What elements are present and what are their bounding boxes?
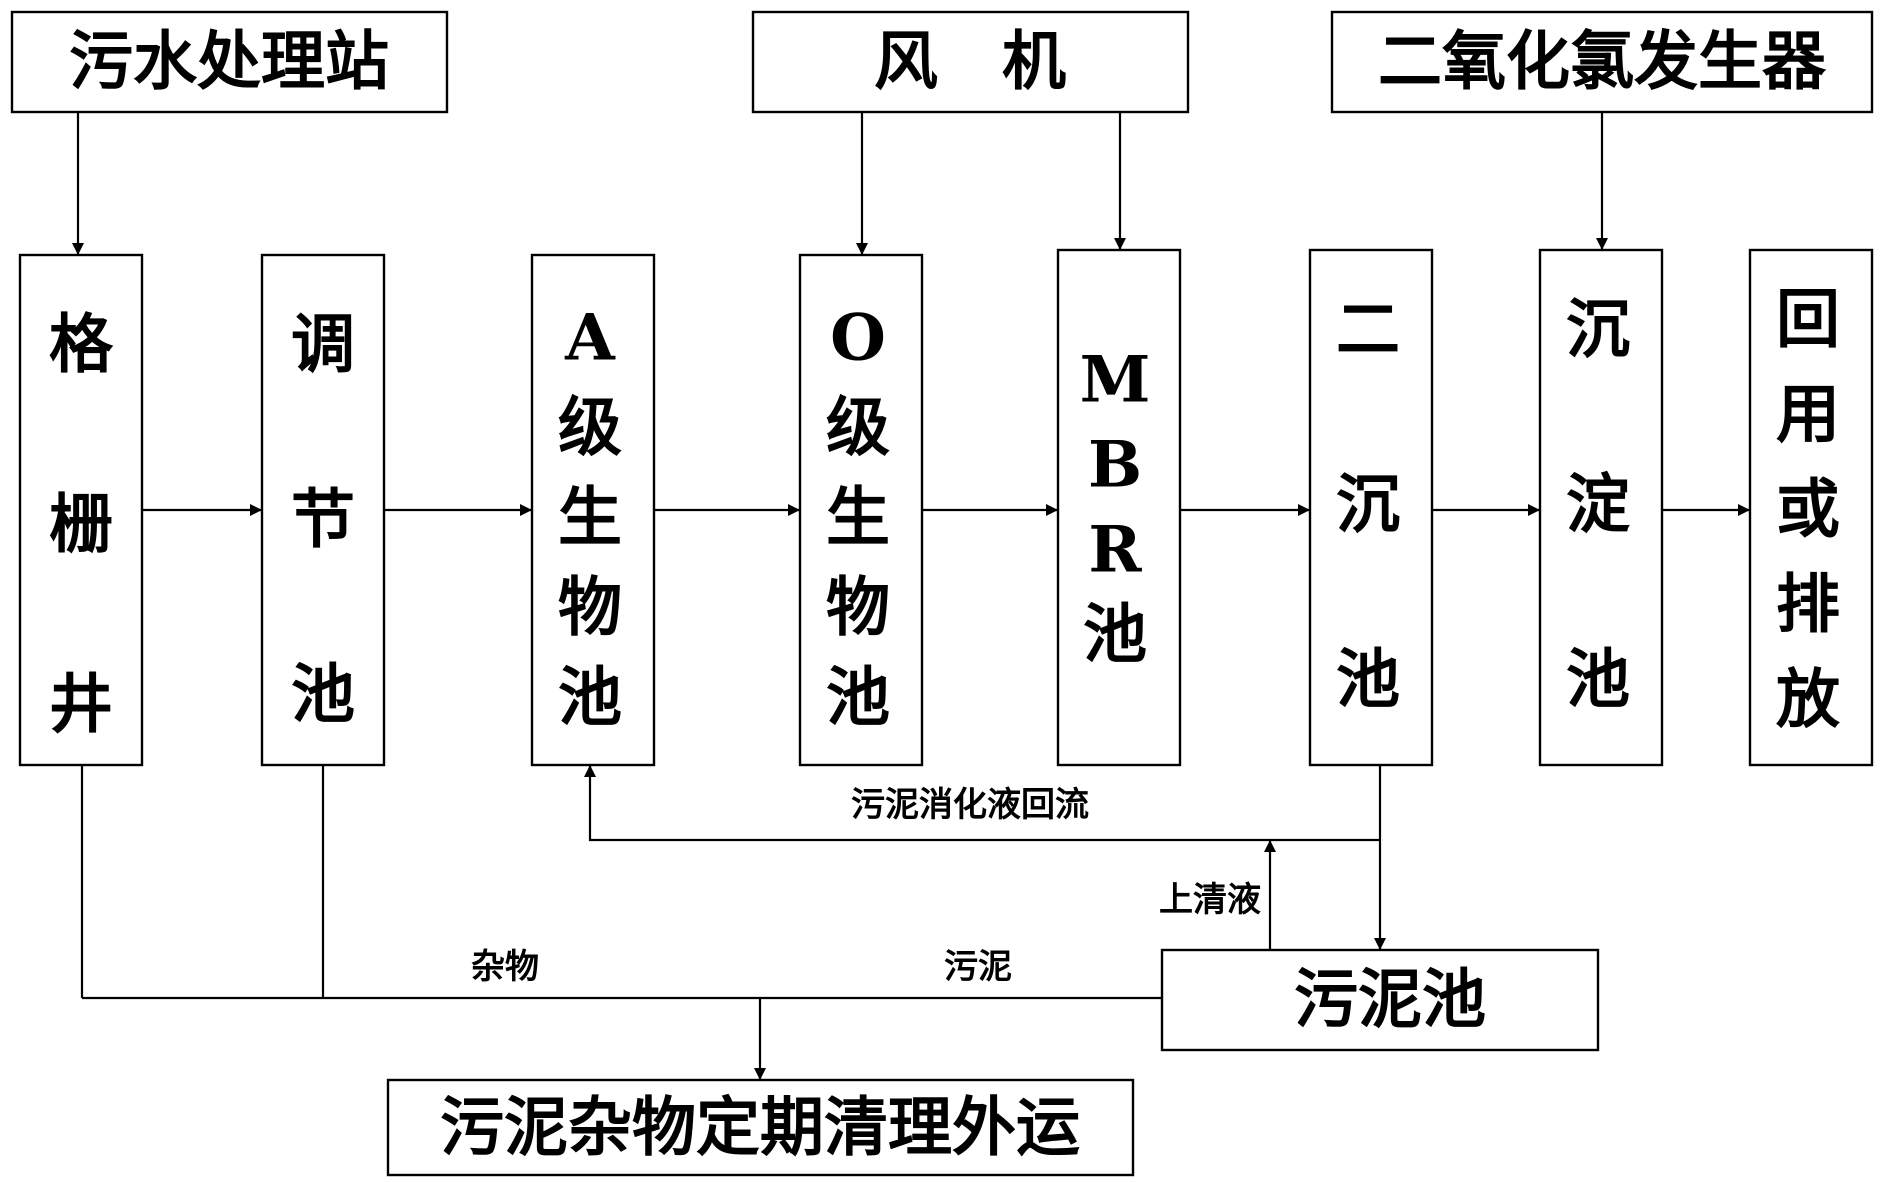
adjust-tank-box: 调节池	[260, 253, 386, 767]
sewage-station-box: 污水处理站	[10, 10, 449, 114]
grid-well-box: 格栅井	[18, 253, 144, 767]
reuse-discharge-label: 回用或排放	[1776, 283, 1840, 738]
digest-return-label: 污泥消化液回流	[851, 785, 1089, 825]
unit-label-text: 二沉池	[1336, 293, 1400, 718]
unit-label-text: 格栅井	[49, 308, 114, 743]
unit-label-text: 沉淀池	[1566, 293, 1630, 718]
chlorine-dioxide-generator-label: 二氧化氯发生器	[1378, 25, 1827, 100]
sludge-tank-label: 污泥池	[1294, 963, 1486, 1038]
supernatant-label: 上清液	[1159, 880, 1261, 920]
secondary-clarifier-box: 二沉池	[1308, 248, 1434, 767]
sewage-station-label: 污水处理站	[69, 25, 389, 100]
unit-label-text: 回用或排放	[1776, 283, 1840, 738]
blower-box: 风 机	[751, 10, 1190, 114]
disposal-label: 污泥杂物定期清理外运	[440, 1091, 1080, 1166]
debris-label: 杂物	[471, 947, 539, 987]
sludge-tank-box: 污泥池	[1160, 948, 1600, 1052]
settling-tank-box: 沉淀池	[1538, 248, 1664, 767]
reuse-discharge-box: 回用或排放	[1748, 248, 1874, 767]
grid-well-label: 格栅井	[49, 308, 114, 743]
secondary-clarifier-label: 二沉池	[1336, 293, 1400, 718]
unit-label-text: 调节池	[291, 308, 355, 733]
digest-return-line	[584, 765, 1380, 842]
adjust-tank-label: 调节池	[291, 308, 355, 733]
settling-tank-label: 沉淀池	[1566, 293, 1630, 718]
sludge-flow-label: 污泥	[944, 947, 1012, 987]
blower-label: 风 机	[874, 25, 1066, 100]
chlorine-dioxide-generator-box: 二氧化氯发生器	[1330, 10, 1874, 114]
disposal-box: 污泥杂物定期清理外运	[386, 1078, 1135, 1177]
